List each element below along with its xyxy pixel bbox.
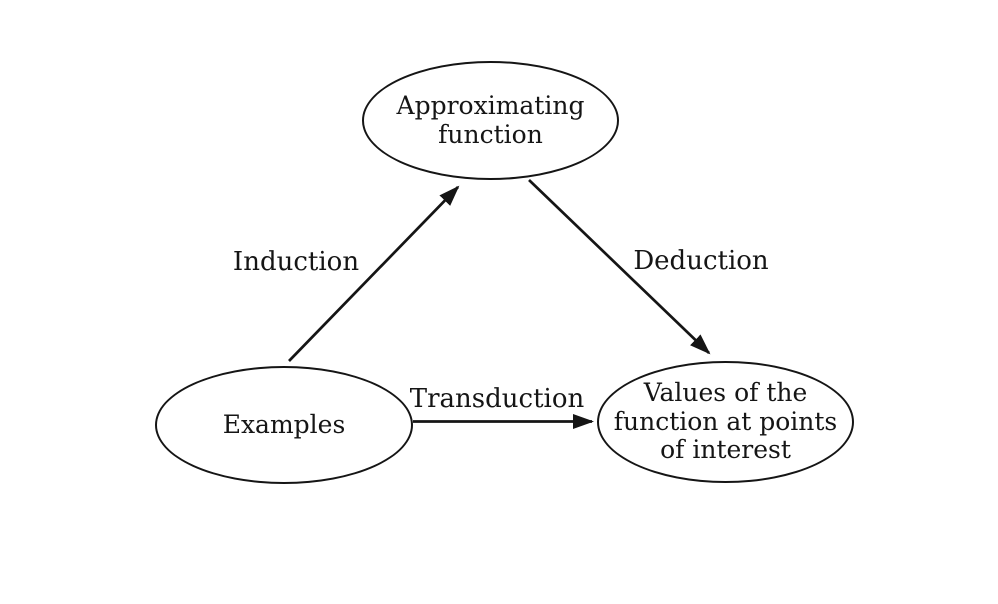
node-values-of-function: Values of the function at points of inte… <box>597 361 854 483</box>
node-approximating-function-line: Approximating <box>396 91 585 120</box>
node-values-of-function-line: Values of the <box>643 378 808 408</box>
node-examples-line: Examples <box>222 409 346 439</box>
node-approximating-function: Approximating function <box>362 61 619 180</box>
node-approximating-function-line: function <box>438 119 543 149</box>
node-examples: Examples <box>155 366 413 484</box>
deduction-label: Deduction <box>633 246 769 276</box>
node-values-of-function-line: function at points <box>613 406 838 436</box>
transduction-label: Transduction <box>409 384 585 414</box>
induction-label: Induction <box>232 247 360 277</box>
node-values-of-function-line: of interest <box>660 435 791 465</box>
